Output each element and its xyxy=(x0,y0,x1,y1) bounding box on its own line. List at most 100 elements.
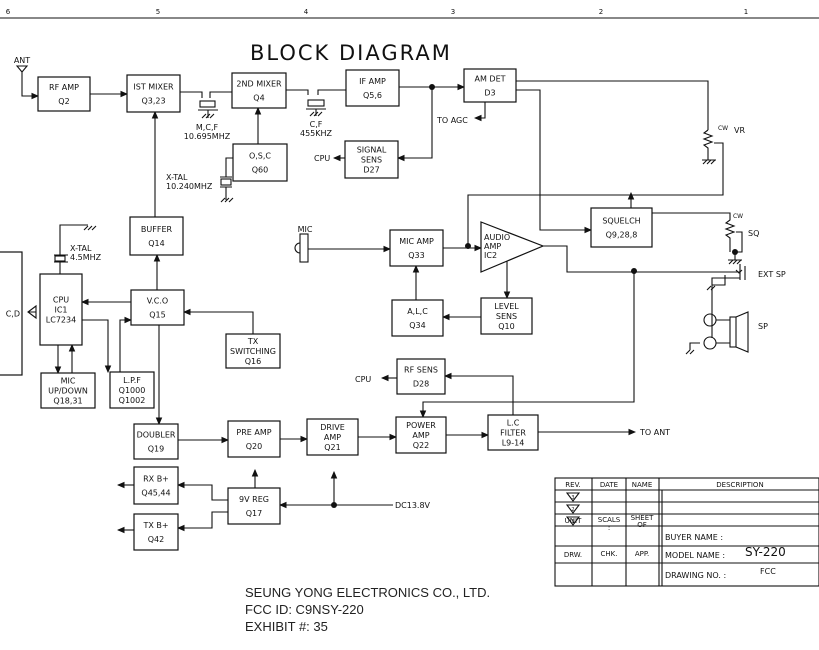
block-label: PRE AMP xyxy=(236,428,271,437)
block-label: Q17 xyxy=(246,509,262,518)
label-xtal1-freq: 10.240MHZ xyxy=(166,182,213,191)
block-label: Q9,28,8 xyxy=(606,231,638,240)
block-label: DOUBLER xyxy=(137,431,176,440)
block-frame xyxy=(133,513,179,551)
audio-amp-label: AMP xyxy=(484,242,501,251)
block-label: 2ND MIXER xyxy=(236,80,282,89)
block-label: Q15 xyxy=(149,311,165,320)
block-frame xyxy=(395,416,447,454)
block-label: Q34 xyxy=(409,321,425,330)
block-label: BUFFER xyxy=(141,225,173,234)
block-label: D3 xyxy=(484,89,495,98)
block-label: V.C.O xyxy=(147,297,168,306)
block-label: RF SENS xyxy=(404,366,438,375)
block-frame xyxy=(231,72,287,109)
block-label: D27 xyxy=(363,166,379,175)
block-frame xyxy=(487,414,539,451)
block-frame xyxy=(396,358,446,395)
block-label: D28 xyxy=(413,380,429,389)
block-label: CPU xyxy=(53,296,69,305)
block-label: IST MIXER xyxy=(133,83,174,92)
block-frame xyxy=(225,333,281,369)
block-label: L9-14 xyxy=(502,439,525,448)
block-1st-mixer: IST MIXER Q3,23 xyxy=(126,74,181,113)
block-doubler: DOUBLER Q19 xyxy=(133,423,179,460)
title-block-scale_sep: : xyxy=(608,524,610,532)
label-sq: SQ xyxy=(748,229,759,238)
block-label: SENS xyxy=(496,312,517,321)
title-block-of: OF xyxy=(637,521,647,529)
block-label: A,L,C xyxy=(407,307,428,316)
block-label: Q19 xyxy=(148,445,164,454)
column-number: 3 xyxy=(451,8,455,16)
revision-number: 3 xyxy=(571,495,574,501)
signal-wires xyxy=(15,65,749,534)
block-label: Q42 xyxy=(148,535,164,544)
audio-amp-label: AUDIO xyxy=(484,233,510,242)
revision-triangle-icon xyxy=(565,516,581,526)
label-cf: C,F xyxy=(310,120,323,129)
block-label: SWITCHING xyxy=(230,347,276,356)
block-rf-sens: RF SENS D28 xyxy=(396,358,446,395)
title-block-drw: DRW. xyxy=(564,551,582,559)
audio-amp-label: IC2 xyxy=(484,251,497,260)
block-frame xyxy=(40,372,96,409)
block-tx-b: TX B+ Q42 xyxy=(133,513,179,551)
footer-fcc-id: FCC ID: C9NSY-220 xyxy=(245,602,364,617)
model-name-label: MODEL NAME : xyxy=(665,551,725,560)
block-frame xyxy=(37,76,91,112)
block-label: C,D xyxy=(6,310,20,319)
audio-amp-block xyxy=(480,221,545,273)
revision-triangle-icon xyxy=(565,492,581,502)
label-dc: DC13.8V xyxy=(395,501,431,510)
block-label: Q20 xyxy=(246,442,262,451)
label-ext-sp: EXT SP xyxy=(758,270,786,279)
title-block-name: NAME xyxy=(632,481,653,489)
block-frame xyxy=(306,418,359,456)
column-number: 5 xyxy=(156,8,160,16)
title-block-unit: UNIT xyxy=(565,517,582,525)
block-label: Q3,23 xyxy=(141,97,165,106)
block-label: Q21 xyxy=(324,443,340,452)
label-cw2: CW xyxy=(733,213,743,220)
title-block-rev: REV. xyxy=(565,481,580,489)
label-ant: ANT xyxy=(14,56,30,65)
model-name-value: SY-220 xyxy=(745,545,786,559)
block-label: Q1002 xyxy=(119,396,146,405)
block-label: SIGNAL xyxy=(357,146,387,155)
block-label: AMP xyxy=(324,433,341,442)
label-sp: SP xyxy=(758,322,768,331)
block-label: TX xyxy=(247,337,259,346)
block-label: TX B+ xyxy=(142,521,168,530)
block-label: LC7234 xyxy=(46,316,76,325)
title-block-chk: CHK. xyxy=(601,550,618,558)
block-label: MIC xyxy=(61,377,76,386)
block-label: FILTER xyxy=(500,429,526,438)
block-frame xyxy=(109,371,155,409)
label-cpu2: CPU xyxy=(355,375,371,384)
block-label: IF AMP xyxy=(359,77,386,86)
label-to-ant: TO ANT xyxy=(639,428,670,437)
block-if-amp: IF AMP Q5,6 xyxy=(345,69,400,107)
block-frame xyxy=(480,297,533,335)
block-label: MIC AMP xyxy=(399,237,434,246)
block-label: Q1000 xyxy=(119,386,146,395)
block-label: L.P.F xyxy=(123,376,141,385)
block-frame xyxy=(389,229,444,267)
block-label: AMP xyxy=(412,431,429,440)
block-label: Q5,6 xyxy=(363,91,382,100)
annotation-labels: ANTM,C,F10.695MHZC,F455KHZX-TAL10.240MHZ… xyxy=(14,56,786,510)
